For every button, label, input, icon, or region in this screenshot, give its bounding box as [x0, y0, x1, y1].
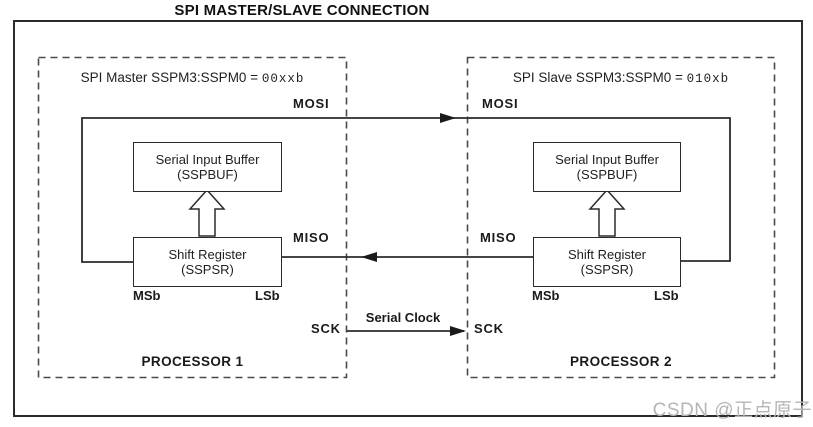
master-mosi-label: MOSI: [293, 96, 330, 111]
slave-sspbuf-line1: Serial Input Buffer: [555, 152, 659, 167]
master-mode-text: SPI Master SSPM3:SSPM0 =: [80, 70, 262, 85]
sck-arrowhead: [450, 326, 466, 336]
master-sspbuf-box: Serial Input Buffer (SSPBUF): [133, 142, 282, 192]
miso-arrowhead: [361, 252, 377, 262]
slave-mode-value: 010xb: [686, 72, 730, 86]
figure-title: SPI MASTER/SLAVE CONNECTION: [174, 2, 430, 19]
master-sspbuf-line2: (SSPBUF): [177, 167, 238, 182]
master-sspsr-line2: (SSPSR): [181, 262, 234, 277]
slave-sspsr-box: Shift Register (SSPSR): [533, 237, 681, 287]
mosi-arrowhead: [440, 113, 456, 123]
slave-mode-text: SPI Slave SSPM3:SSPM0 =: [512, 70, 687, 85]
master-mode-value: 00xxb: [261, 72, 305, 86]
slave-lsb-label: LSb: [654, 288, 679, 303]
csdn-watermark: CSDN @正点原子: [652, 400, 812, 421]
slave-mosi-label: MOSI: [482, 96, 519, 111]
slave-sspbuf-line2: (SSPBUF): [576, 167, 638, 182]
master-sspsr-box: Shift Register (SSPSR): [133, 237, 282, 287]
master-sspsr-line1: Shift Register: [168, 247, 247, 262]
master-mode-label: SPI Master SSPM3:SSPM0 = 00xxb: [38, 70, 347, 86]
slave-miso-label: MISO: [480, 230, 517, 245]
master-lsb-label: LSb: [255, 288, 280, 303]
slave-sspsr-line2: (SSPSR): [580, 262, 634, 277]
slave-sck-label: SCK: [474, 321, 504, 336]
slave-mode-label: SPI Slave SSPM3:SSPM0 = 010xb: [467, 70, 775, 86]
master-sspbuf-line1: Serial Input Buffer: [155, 152, 260, 167]
serial-clock-label: Serial Clock: [365, 310, 441, 325]
slave-msb-label: MSb: [532, 288, 560, 303]
master-msb-label: MSb: [133, 288, 161, 303]
processor-1-label: PROCESSOR 1: [141, 354, 244, 369]
mosi-line: [81, 117, 731, 263]
slave-sspsr-line1: Shift Register: [567, 247, 647, 262]
slave-sspbuf-box: Serial Input Buffer (SSPBUF): [533, 142, 681, 192]
master-up-block-arrow: [188, 188, 226, 237]
outer-frame: [13, 20, 803, 417]
master-miso-label: MISO: [293, 230, 330, 245]
slave-dashed-frame: [466, 56, 776, 379]
master-dashed-frame: [37, 56, 348, 379]
master-sck-label: SCK: [311, 321, 341, 336]
slave-up-block-arrow: [588, 188, 626, 237]
processor-2-label: PROCESSOR 2: [570, 354, 672, 369]
